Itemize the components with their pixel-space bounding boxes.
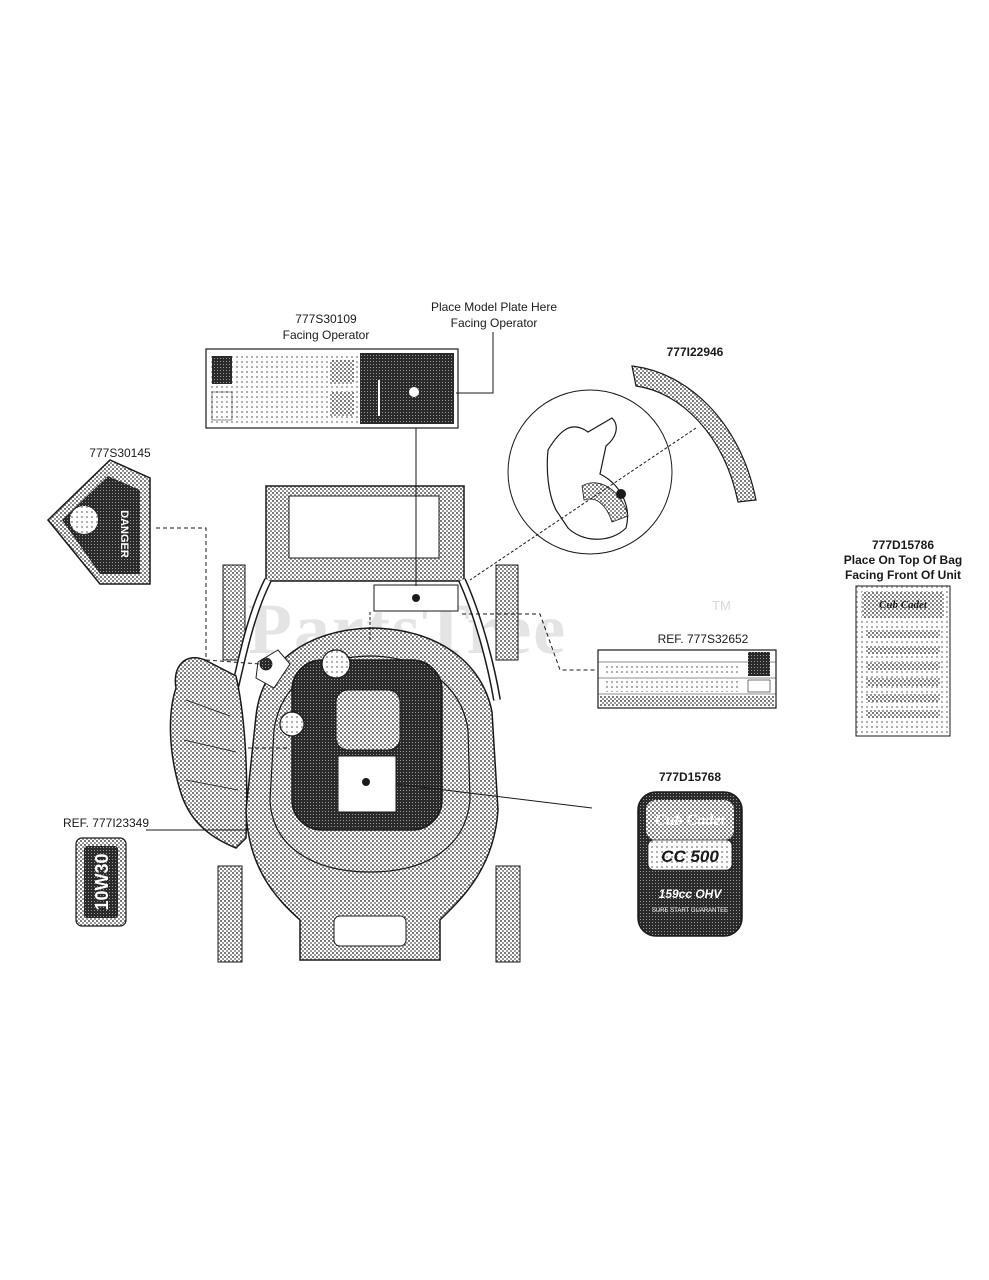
engine-decal-location [337,755,397,813]
badge-decal-text: 10W30 [92,853,112,910]
speed-decal-part: 777I22946 [666,345,724,359]
rear-left-wheel [222,564,246,661]
danger-decal [46,459,151,585]
bag-decal: Cub Cadet [855,585,951,737]
danger-decal-part: 777S30145 [89,446,151,460]
brand-decal-guarantee: SURE START GUARANTEE [652,908,728,914]
mower-top-view [169,485,521,963]
ref-decal-right-part: REF. 777S32652 [657,632,749,646]
rear-right-wheel [495,564,519,661]
ref-decal-right [597,649,777,709]
speed-decal [631,365,757,503]
danger-decal-word: DANGER [118,510,130,558]
brand-decal-logo: Cub Cadet [655,812,725,829]
brand-decal-model: CC 500 [661,847,719,866]
badge-decal: 10W30 [75,837,127,927]
bag-decal-line2: Facing Front Of Unit [845,568,961,582]
model-plate-line2: Facing Operator [450,316,538,330]
model-plate-line1: Place Model Plate Here [430,300,558,314]
bag-decal-logo: Cub Cadet [879,599,928,611]
oil-cap [279,711,305,737]
brand-decal: Cub Cadet CC 500 159cc OHV SURE START GU… [637,791,743,937]
brand-decal-part: 777D15768 [658,770,722,784]
fuel-cap [321,649,351,679]
watermark-trademark: TM [712,598,731,613]
bag-decal-part: 777D15786 [871,538,935,552]
speed-control-detail [507,389,673,555]
front-right-wheel [495,865,521,963]
operator-decal-note: Facing Operator [282,328,370,342]
ref-decal-left-part: REF. 777I23349 [62,816,150,830]
bag-decal-line1: Place On Top Of Bag [843,553,963,567]
leader-lines [146,332,697,831]
operator-decal-part: 777S30109 [295,312,357,326]
grass-bag [169,657,248,849]
front-left-wheel [217,865,243,963]
operator-decal [205,348,459,429]
brand-decal-engine: 159cc OHV [659,887,723,901]
console-panel [288,495,440,559]
